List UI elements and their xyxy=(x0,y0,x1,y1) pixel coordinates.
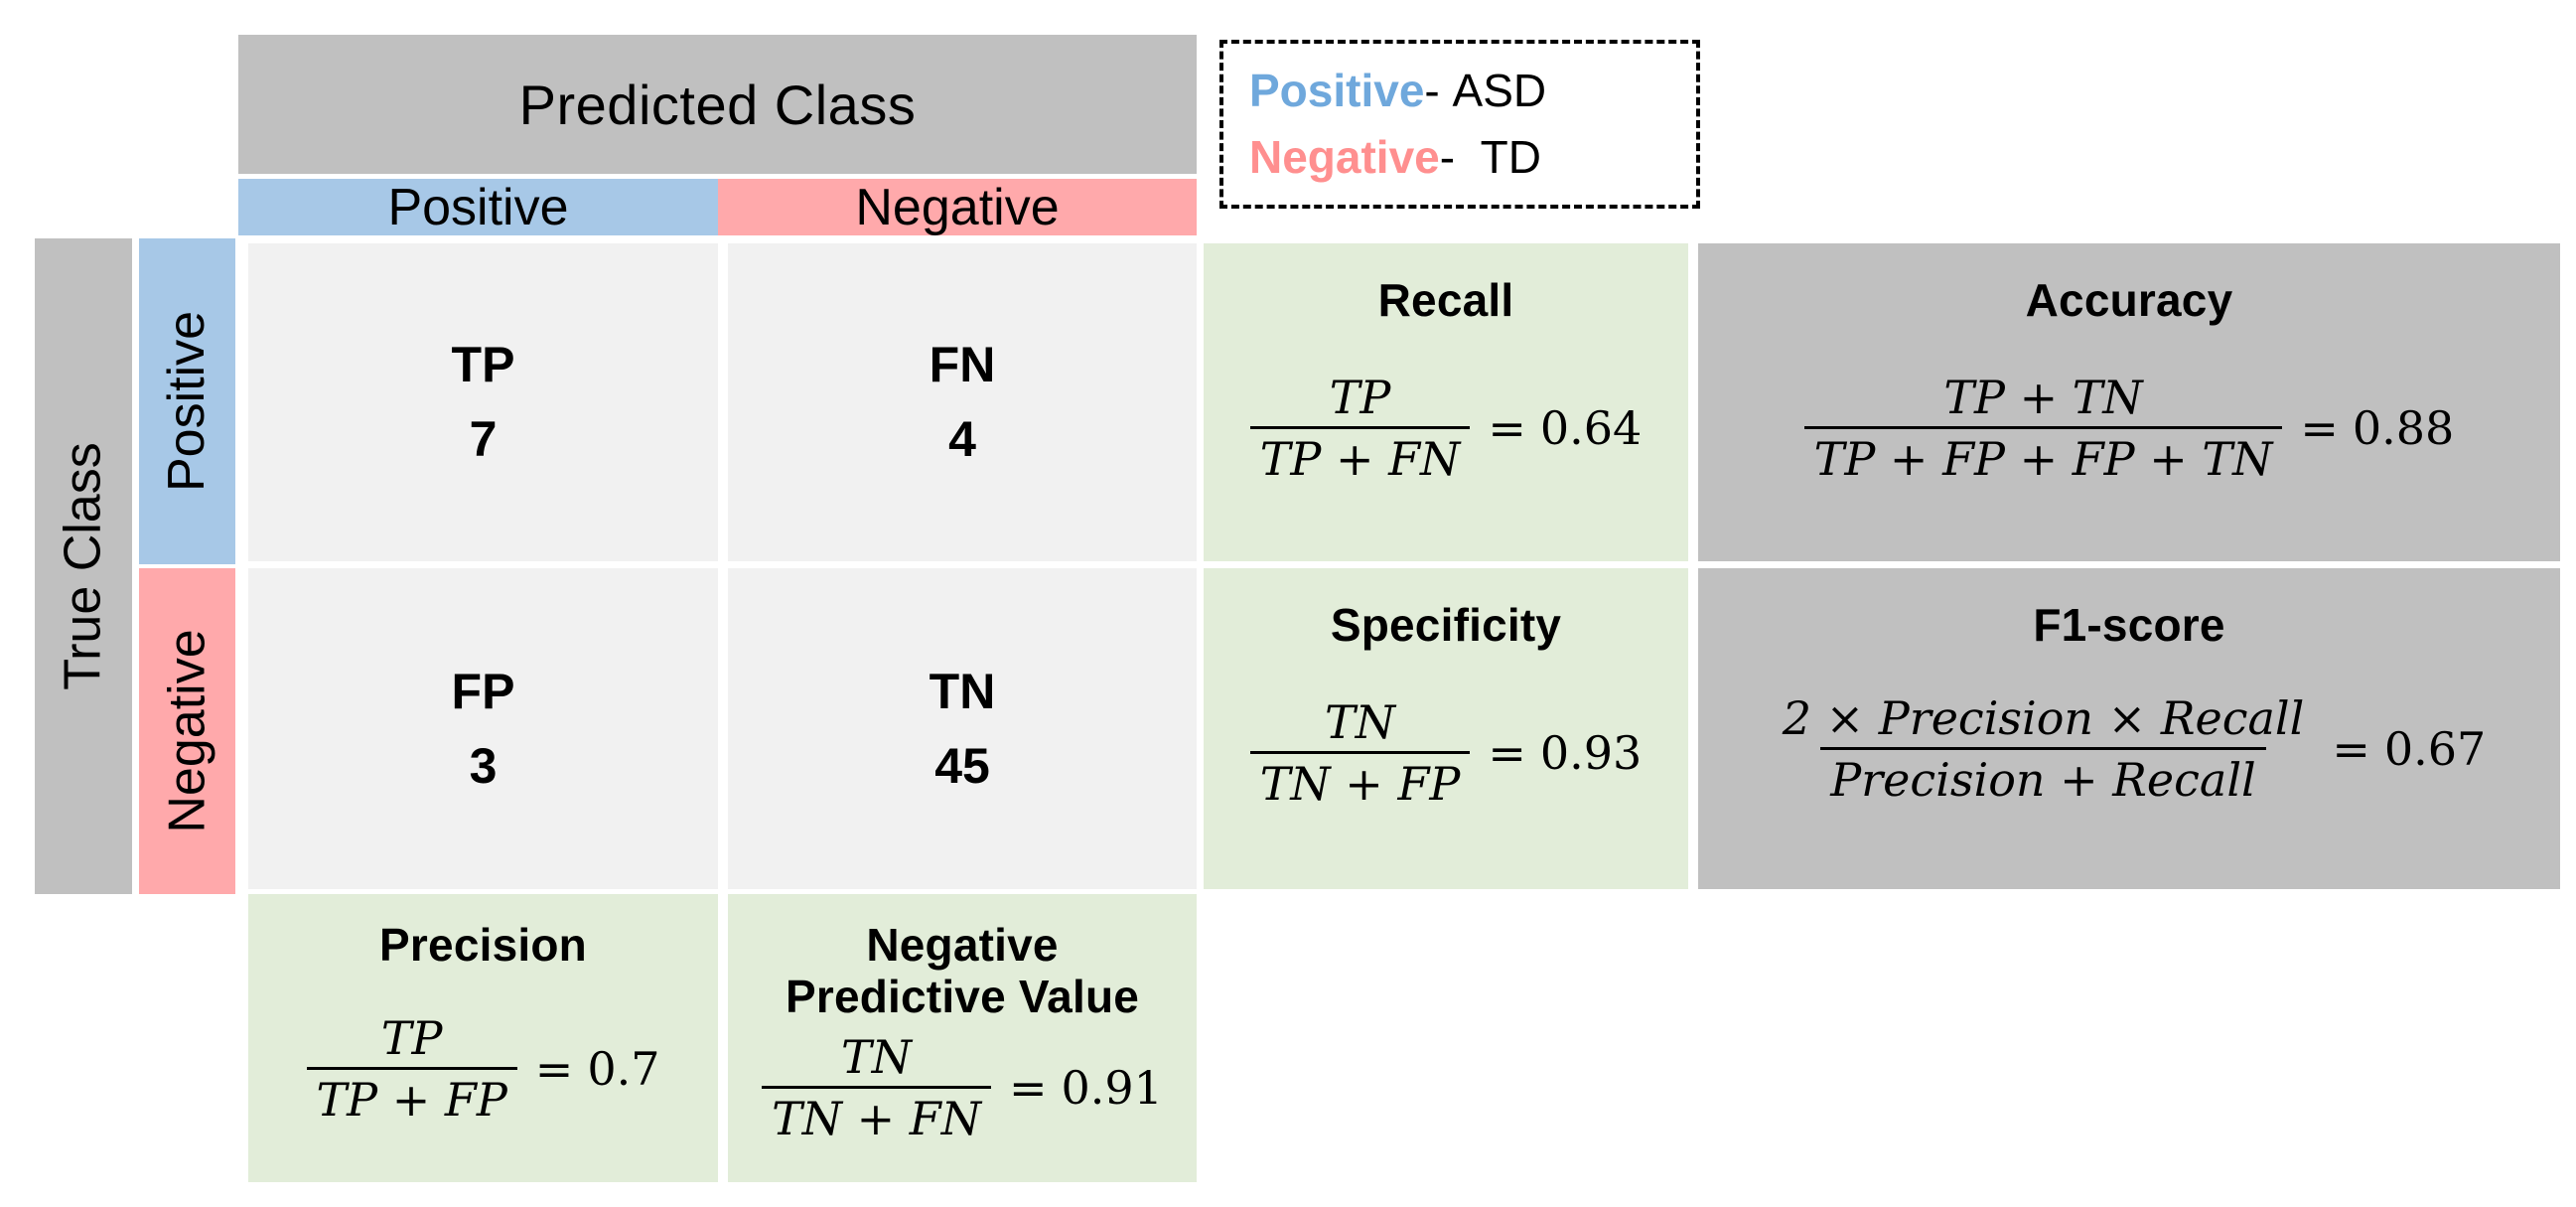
metric-accuracy-numerator: TP + TN xyxy=(1943,370,2143,424)
legend-row-negative: Negative- TD xyxy=(1249,124,1696,191)
legend-key-positive: Positive xyxy=(1249,65,1425,117)
true-label-negative: Negative xyxy=(139,568,235,894)
matrix-cell-fn-count: 4 xyxy=(948,411,976,467)
metric-precision-equals: = xyxy=(534,1041,574,1096)
metric-f1-score-numerator: 2 × Precision × Recall xyxy=(1782,690,2305,745)
metric-negative-predictive-value: Negative Predictive Value TN TN + FN = 0… xyxy=(728,894,1197,1182)
metric-accuracy-title: Accuracy xyxy=(2025,274,2233,326)
predicted-label-negative-text: Negative xyxy=(855,178,1060,236)
metric-f1-score: F1-score 2 × Precision × Recall Precisio… xyxy=(1698,568,2560,889)
metric-accuracy: Accuracy TP + TN TP + FP + FP + TN = 0.8… xyxy=(1698,243,2560,561)
true-label-positive-text: Positive xyxy=(158,310,216,493)
metric-f1-score-denominator: Precision + Recall xyxy=(1820,746,2266,807)
metric-npv-formula: TN TN + FN = 0.91 xyxy=(762,1030,1163,1145)
metric-specificity-formula: TN TN + FP = 0.93 xyxy=(1249,694,1643,811)
metric-accuracy-formula: TP + TN TP + FP + FP + TN = 0.88 xyxy=(1803,370,2455,486)
matrix-cell-tp-code: TP xyxy=(451,337,515,392)
metric-recall-value: 0.64 xyxy=(1539,400,1643,455)
predicted-label-positive-text: Positive xyxy=(387,178,569,236)
metric-precision-title: Precision xyxy=(379,919,587,971)
metric-npv-title-line1: Negative xyxy=(866,919,1059,971)
metric-npv-numerator: TN xyxy=(841,1030,912,1085)
matrix-cell-tn-code: TN xyxy=(929,663,996,719)
legend-value-negative: TD xyxy=(1480,131,1541,183)
matrix-cell-false-negative: FN 4 xyxy=(728,243,1197,561)
true-label-positive: Positive xyxy=(139,238,235,564)
matrix-cell-false-positive: FP 3 xyxy=(248,568,718,889)
legend-key-negative: Negative xyxy=(1249,131,1440,183)
metric-npv-value: 0.91 xyxy=(1061,1061,1163,1116)
metric-accuracy-value: 0.88 xyxy=(2352,400,2455,455)
metric-recall: Recall TP TP + FN = 0.64 xyxy=(1204,243,1688,561)
metric-precision-value: 0.7 xyxy=(587,1041,660,1096)
matrix-cell-tn-count: 45 xyxy=(934,737,990,794)
metric-accuracy-denominator: TP + FP + FP + TN xyxy=(1803,425,2283,486)
metric-npv-denominator: TN + FN xyxy=(762,1086,991,1145)
legend-sep-positive: - xyxy=(1424,65,1440,117)
true-class-header-label: True Class xyxy=(55,442,112,690)
predicted-label-negative: Negative xyxy=(718,178,1197,236)
metric-f1-score-formula: 2 × Precision × Recall Precision + Recal… xyxy=(1773,691,2487,807)
metric-recall-denominator: TP + FN xyxy=(1249,425,1471,486)
metric-recall-equals: = xyxy=(1488,400,1526,455)
legend: Positive- ASD Negative- TD xyxy=(1219,40,1700,209)
metric-recall-numerator: TP xyxy=(1329,370,1391,424)
true-label-negative-text: Negative xyxy=(158,629,216,833)
metric-f1-score-title: F1-score xyxy=(2033,599,2225,651)
metric-npv-equals: = xyxy=(1008,1061,1048,1116)
metric-f1-score-value: 0.67 xyxy=(2383,721,2487,776)
metric-specificity-equals: = xyxy=(1488,725,1526,780)
metric-specificity-title: Specificity xyxy=(1330,599,1562,651)
metric-specificity-value: 0.93 xyxy=(1539,725,1643,780)
matrix-cell-true-positive: TP 7 xyxy=(248,243,718,561)
metric-precision: Precision TP TP + FP = 0.7 xyxy=(248,894,718,1182)
metric-precision-formula: TP TP + FP = 0.7 xyxy=(306,1010,660,1127)
matrix-cell-tp-count: 7 xyxy=(469,411,498,467)
legend-value-positive: ASD xyxy=(1452,65,1547,117)
matrix-cell-fp-count: 3 xyxy=(469,737,498,794)
matrix-cell-true-negative: TN 45 xyxy=(728,568,1197,889)
metric-f1-score-equals: = xyxy=(2332,721,2370,776)
metric-specificity-numerator: TN xyxy=(1325,694,1395,749)
metric-accuracy-equals: = xyxy=(2300,400,2339,455)
metric-specificity: Specificity TN TN + FP = 0.93 xyxy=(1204,568,1688,889)
predicted-class-header-label: Predicted Class xyxy=(518,73,917,136)
predicted-label-positive: Positive xyxy=(238,178,718,236)
metric-specificity-denominator: TN + FP xyxy=(1249,750,1471,811)
metric-precision-numerator: TP xyxy=(380,1010,443,1065)
metric-precision-denominator: TP + FP xyxy=(306,1066,517,1127)
legend-sep-negative: - xyxy=(1439,131,1456,183)
true-class-header: True Class xyxy=(35,238,132,894)
legend-row-positive: Positive- ASD xyxy=(1249,58,1696,124)
matrix-cell-fn-code: FN xyxy=(929,337,996,392)
metric-recall-formula: TP TP + FN = 0.64 xyxy=(1249,370,1643,486)
predicted-class-header: Predicted Class xyxy=(238,35,1197,174)
metric-npv-title-line2: Predictive Value xyxy=(785,970,1140,1022)
metric-recall-title: Recall xyxy=(1377,274,1514,326)
matrix-cell-fp-code: FP xyxy=(451,663,515,719)
